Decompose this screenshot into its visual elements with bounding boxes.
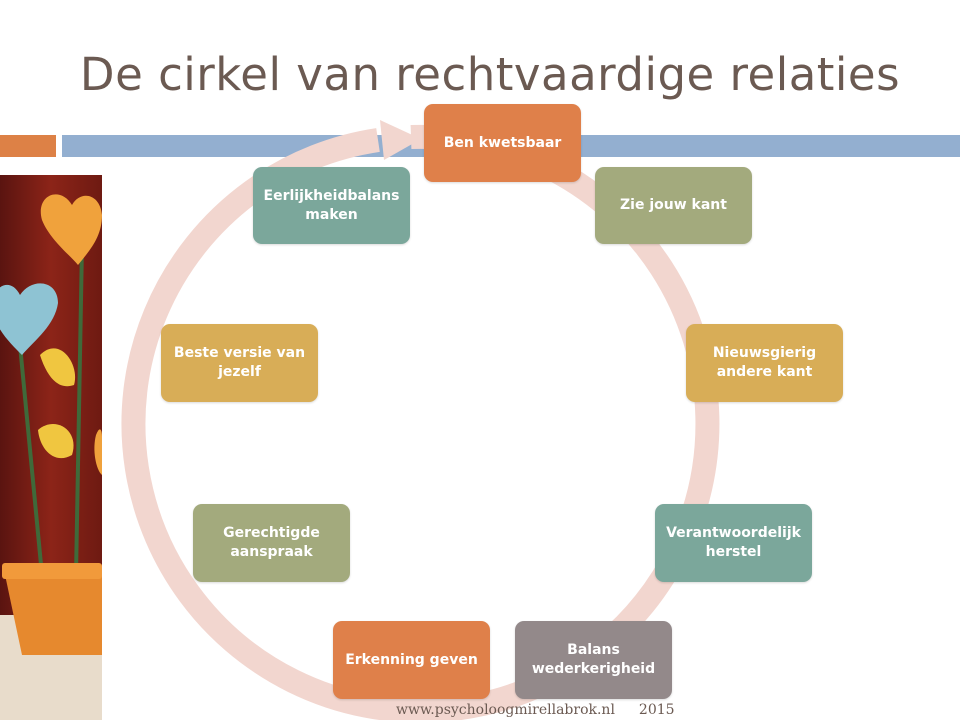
- footer-year: 2015: [638, 702, 675, 718]
- cycle-step-label: Ben kwetsbaar: [443, 134, 562, 151]
- slide-footer: www.psycholoogmirellabrok.nl 2015: [396, 702, 675, 718]
- cycle-step-label: Verantwoordelijk herstel: [666, 525, 801, 560]
- cycle-step-gerechtigde-aanspraak: Gerechtigde aanspraak: [193, 504, 350, 582]
- cycle-step-eerlijkheidbalans-maken: Eerlijkheidbalans maken: [253, 167, 410, 244]
- footer-url: www.psycholoogmirellabrok.nl: [396, 702, 615, 718]
- cycle-step-zie-jouw-kant: Zie jouw kant: [595, 167, 752, 244]
- slide-title: De cirkel van rechtvaardige relaties: [79, 48, 901, 101]
- cycle-step-beste-versie-van-jezelf: Beste versie van jezelf: [161, 324, 318, 402]
- cycle-step-balans-wederkerigheid: Balans wederkerigheid: [515, 621, 672, 699]
- cycle-step-erkenning-geven: Erkenning geven: [333, 621, 490, 699]
- cycle-step-label: Nieuwsgierig andere kant: [712, 345, 817, 380]
- cycle-step-label: Beste versie van jezelf: [173, 345, 306, 380]
- cycle-step-label: Eerlijkheidbalans maken: [263, 187, 400, 223]
- cycle-step-nieuwsgierig-andere-kant: Nieuwsgierig andere kant: [686, 324, 843, 402]
- cycle-step-ben-kwetsbaar: Ben kwetsbaar: [424, 104, 581, 182]
- accent-bar-orange: [0, 135, 56, 157]
- cycle-arrowhead: [380, 120, 421, 160]
- cycle-step-label: Gerechtigde aanspraak: [223, 525, 320, 560]
- cycle-step-verantwoordelijk-herstel: Verantwoordelijk herstel: [655, 504, 812, 582]
- cycle-arrow: [121, 124, 720, 720]
- decorative-photo: [0, 175, 102, 720]
- cycle-step-label: Zie jouw kant: [620, 197, 727, 213]
- cycle-step-label: Balans wederkerigheid: [531, 642, 656, 677]
- cycle-step-label: Erkenning geven: [345, 651, 478, 668]
